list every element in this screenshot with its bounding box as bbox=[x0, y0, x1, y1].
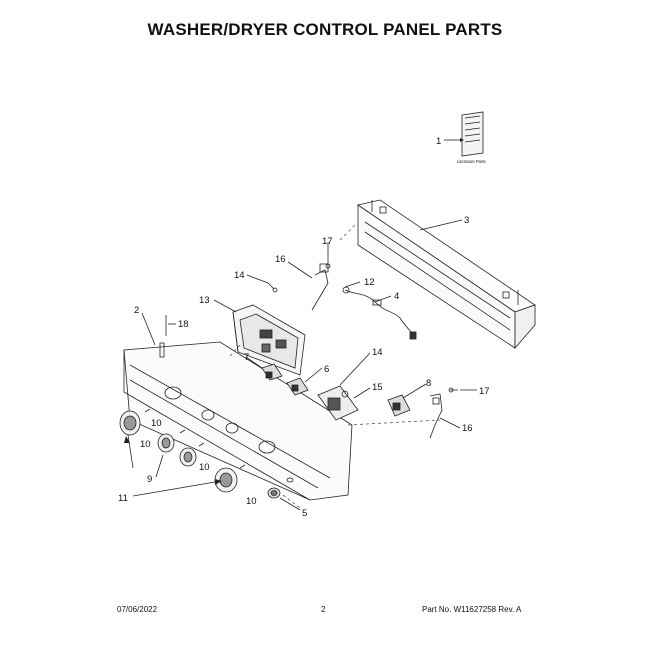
callout-10b: 10 bbox=[140, 439, 151, 450]
callout-7: 7 bbox=[244, 352, 249, 363]
spring-clips bbox=[144, 408, 246, 469]
callout-4: 4 bbox=[394, 291, 399, 302]
switch bbox=[261, 363, 283, 381]
control-board bbox=[317, 385, 359, 421]
screw-17-top bbox=[325, 250, 331, 269]
callout-5: 5 bbox=[302, 508, 307, 519]
switch-8 bbox=[387, 394, 411, 417]
callout-3: 3 bbox=[464, 215, 469, 226]
callout-12: 12 bbox=[364, 277, 375, 288]
console-panel bbox=[123, 341, 353, 501]
callout-16b: 16 bbox=[462, 423, 473, 434]
callout-17b: 17 bbox=[479, 386, 490, 397]
callout-14a: 14 bbox=[234, 270, 245, 281]
footer-part-number: Part No. W11627258 Rev. A bbox=[422, 605, 522, 614]
bracket-top bbox=[311, 263, 329, 311]
callout-1: 1 bbox=[436, 136, 441, 147]
callout-15: 15 bbox=[372, 382, 383, 393]
console-frame bbox=[357, 199, 536, 350]
wire-harness bbox=[342, 286, 417, 340]
screw-17-right bbox=[448, 387, 458, 393]
callout-13: 13 bbox=[199, 295, 210, 306]
literature-label: Literature Parts bbox=[457, 159, 486, 164]
callout-6: 6 bbox=[324, 364, 329, 375]
guide-lines bbox=[229, 224, 441, 509]
callout-2: 2 bbox=[134, 305, 139, 316]
bracket-right bbox=[429, 393, 443, 439]
footer-date: 07/06/2022 bbox=[117, 605, 158, 614]
callout-10d: 10 bbox=[246, 496, 257, 507]
callout-18: 18 bbox=[178, 319, 189, 330]
callout-9: 9 bbox=[147, 474, 152, 485]
push-button bbox=[267, 487, 281, 499]
callout-16a: 16 bbox=[275, 254, 286, 265]
callout-8: 8 bbox=[426, 378, 431, 389]
callout-10a: 10 bbox=[151, 418, 162, 429]
page-title: WASHER/DRYER CONTROL PANEL PARTS bbox=[147, 20, 503, 39]
leader-lines bbox=[127, 242, 477, 511]
ui-board bbox=[232, 304, 306, 376]
callout-10c: 10 bbox=[199, 462, 210, 473]
callout-11: 11 bbox=[118, 493, 128, 504]
switch-6 bbox=[286, 377, 309, 396]
callout-17a: 17 bbox=[322, 236, 333, 247]
callout-14b: 14 bbox=[372, 347, 383, 358]
literature-parts: Literature Parts bbox=[457, 111, 486, 164]
knobs bbox=[119, 410, 238, 493]
screw-top bbox=[267, 282, 278, 293]
footer-page-number: 2 bbox=[321, 605, 326, 614]
